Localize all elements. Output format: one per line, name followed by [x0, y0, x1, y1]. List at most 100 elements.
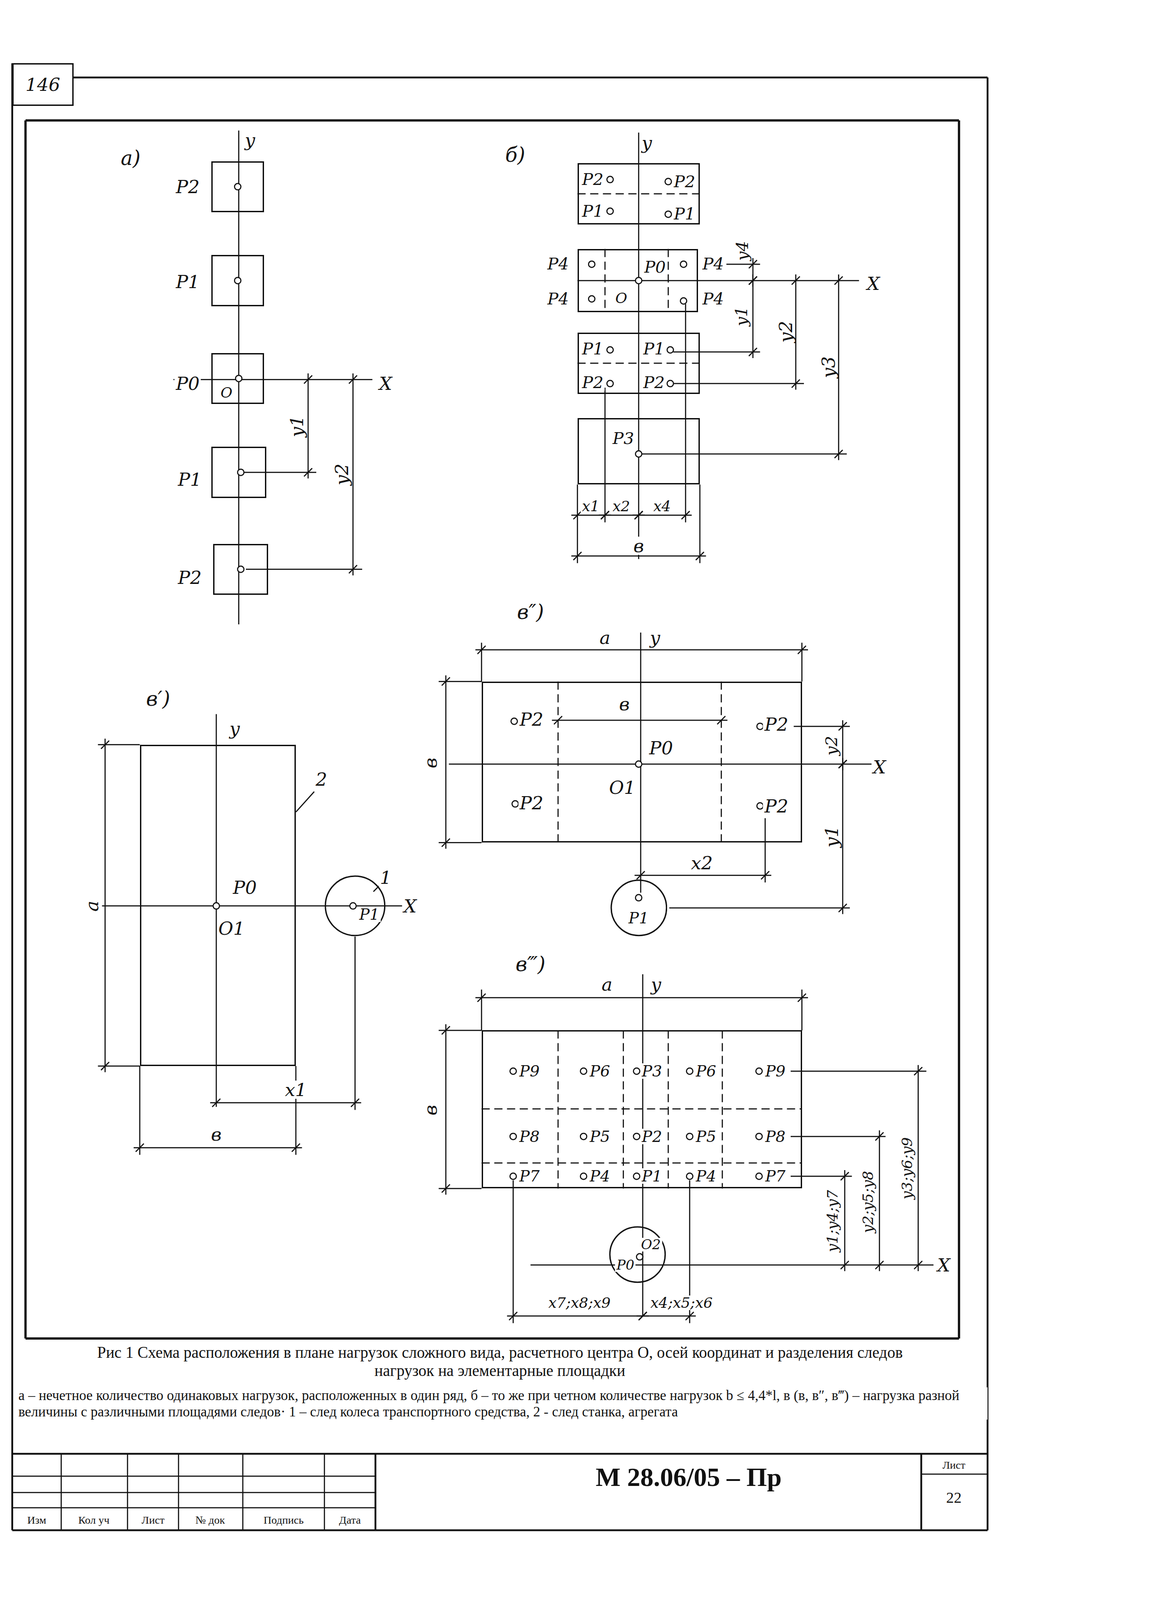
circle-outline: [608, 1226, 667, 1284]
load-label: P0: [648, 738, 675, 758]
extension-line: [790, 1070, 927, 1073]
extension-line: [684, 304, 687, 523]
extension-line: [699, 484, 701, 564]
extension-line: [354, 936, 356, 1111]
dimension-tick: [791, 379, 800, 388]
load-label: P2: [580, 171, 605, 188]
dimension-line: [507, 1315, 649, 1317]
load-point: [607, 380, 614, 387]
load-label: P6: [694, 1063, 718, 1079]
load-label: P3: [640, 1063, 664, 1079]
load-point: [755, 1172, 763, 1180]
dimension-tick: [840, 1261, 849, 1270]
load-label: P2: [580, 374, 605, 391]
load-label: P1: [357, 906, 381, 923]
load-point: [234, 183, 241, 190]
dimension-tick: [135, 1143, 145, 1153]
extension-line: [790, 1136, 886, 1138]
load-footprint: P3: [577, 418, 700, 485]
dashed-divider: [481, 1108, 803, 1110]
dimension-tick: [636, 871, 645, 880]
load-label: P0: [643, 259, 668, 276]
dimension-tick: [838, 722, 847, 731]
dimension-label: X: [377, 374, 394, 393]
dimension-line: [209, 1102, 361, 1104]
load-point: [237, 468, 245, 476]
load-point: [635, 277, 642, 284]
dimension-tick: [875, 1261, 884, 1270]
extension-line: [295, 1066, 297, 1155]
title-block-line: [12, 1475, 376, 1477]
dashed-divider: [604, 249, 606, 313]
dimension-label: y1: [733, 304, 750, 328]
load-point: [635, 894, 642, 902]
load-label: P0: [231, 878, 259, 897]
load-point: [636, 1253, 644, 1261]
load-point: [607, 346, 614, 354]
dimension-tick: [291, 1143, 300, 1153]
load-label: P2: [174, 177, 201, 196]
load-label: P7: [518, 1168, 542, 1184]
title-block-line: [920, 1453, 923, 1531]
caption-note: а – нечетное количество одинаковых нагру…: [18, 1387, 988, 1420]
dimension-tick: [553, 716, 563, 725]
dimension-tick: [441, 677, 450, 686]
title-block-text: Подпись: [262, 1514, 305, 1526]
load-label: P5: [694, 1128, 718, 1145]
title-block-line: [921, 1473, 988, 1476]
dimension-line: [307, 373, 310, 479]
load-label: O1: [607, 778, 637, 797]
load-label: P9: [518, 1063, 542, 1079]
title-block-line: [12, 1529, 988, 1532]
dimension-label: 1: [378, 868, 393, 887]
title-block-text: Дата: [337, 1514, 363, 1526]
wheel-outline: [609, 1226, 666, 1283]
load-point: [588, 260, 595, 268]
dimension-label: y3: [819, 354, 838, 380]
dimension-tick: [634, 511, 643, 520]
dimension-line: [571, 555, 706, 557]
dimension-tick: [748, 276, 758, 285]
dimension-label: 2: [314, 770, 329, 789]
load-label: P1: [176, 470, 203, 489]
load-point: [633, 1067, 640, 1075]
extension-line: [244, 471, 317, 474]
inner-frame: [24, 120, 27, 1339]
dimension-label: X: [865, 274, 881, 293]
dimension-label: y1: [287, 413, 306, 439]
load-footprint: P0O: [211, 353, 265, 404]
load-point: [667, 380, 674, 387]
dashed-divider: [577, 193, 700, 195]
dimension-label: а): [119, 148, 142, 169]
dimension-label: a: [600, 975, 614, 994]
extension-line: [576, 484, 579, 564]
load-point: [755, 1067, 763, 1075]
dimension-line: [352, 373, 355, 576]
load-point: [686, 1172, 694, 1180]
load-point: [664, 178, 672, 185]
dimension-label: y: [228, 719, 242, 738]
load-label: P4: [701, 255, 726, 273]
load-point: [234, 277, 241, 284]
load-label: P6: [588, 1063, 612, 1079]
load-label: O: [219, 385, 234, 400]
load-label: в: [617, 694, 631, 714]
wheel-footprint: P1: [610, 879, 668, 937]
dimension-line: [842, 758, 844, 914]
dimension-line: [475, 649, 808, 651]
title-block-cell: Лист: [127, 1507, 179, 1531]
load-footprint: P1P1P2P2: [577, 332, 700, 394]
dimension-tick: [508, 1311, 518, 1321]
load-footprint: P2P2P1P1: [577, 163, 700, 225]
extension-line: [801, 989, 803, 1031]
extension-line: [669, 907, 850, 909]
title-block-text: Изм: [25, 1514, 48, 1526]
extension-line: [641, 453, 847, 455]
dimension-label: в‴): [514, 954, 548, 975]
dimension-line: [917, 1065, 919, 1272]
wheel-outline: [611, 880, 667, 936]
dimension-label: в: [632, 536, 646, 555]
dimension-label: x4;x5;x6: [648, 1295, 714, 1311]
dimension-line: [634, 874, 772, 877]
load-label: P4: [545, 255, 570, 273]
